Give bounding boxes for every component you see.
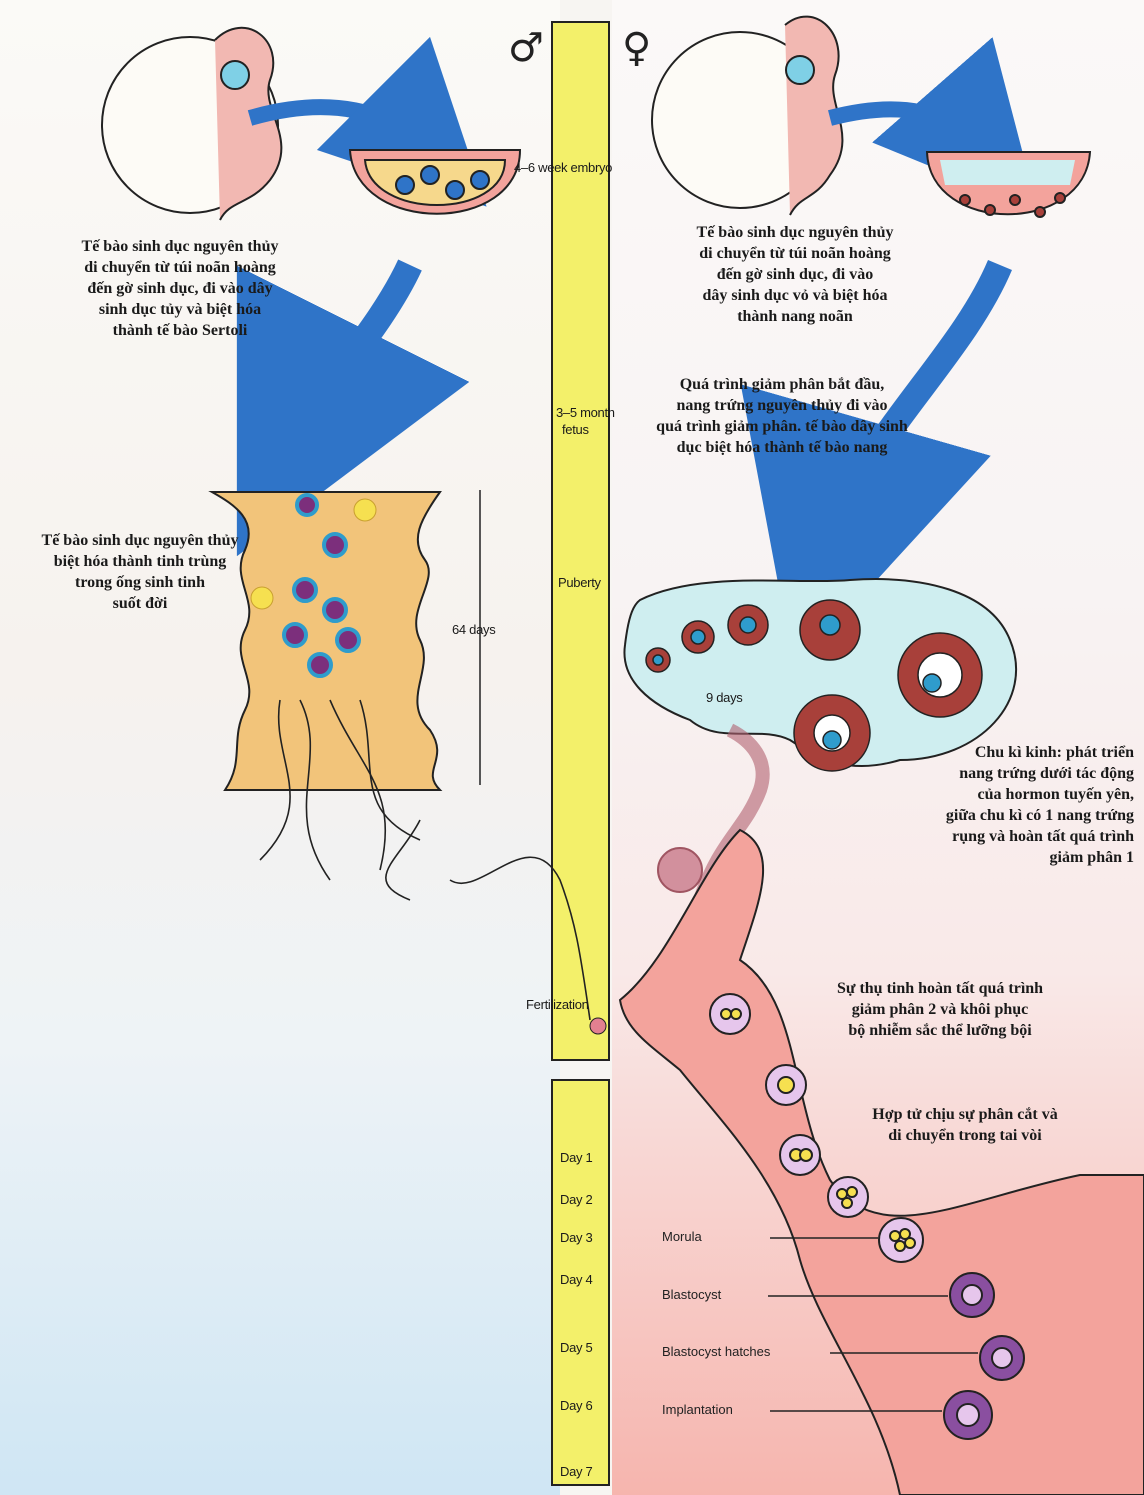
sertoli-cell-2	[250, 586, 274, 610]
timeline-bar-lower	[551, 1079, 610, 1486]
timeline-day-7: Day 7	[560, 1464, 593, 1479]
stage-leader-lines	[768, 1237, 978, 1412]
follicles	[645, 599, 983, 772]
seminiferous-tubule	[208, 491, 443, 791]
timeline-day-2: Day 2	[560, 1192, 593, 1207]
ovulated-oocyte	[657, 847, 703, 893]
male-arrow-1	[247, 36, 487, 207]
timeline-bar-upper	[551, 21, 610, 1061]
stage-blastocyst-hatches: Blastocyst hatches	[662, 1344, 771, 1359]
zygote-stages	[709, 993, 1025, 1440]
stage-morula: Morula	[662, 1229, 702, 1244]
female-embryo	[651, 15, 844, 216]
timeline-fertilization: Fertilization	[526, 997, 589, 1012]
timeline-day-5: Day 5	[560, 1340, 593, 1355]
male-embryo	[101, 26, 283, 221]
female-arrow-2	[740, 259, 1012, 670]
male-arrow-2	[236, 259, 470, 557]
ovary	[623, 578, 1017, 768]
timeline-day-4: Day 4	[560, 1272, 593, 1287]
menstrual-cycle-text: Chu kì kinh: phát triển nang trứng dưới …	[945, 744, 1134, 866]
stage-blastocyst: Blastocyst	[662, 1287, 722, 1302]
male-migration-text: Tế bào sinh dục nguyên thủy di chuyển từ…	[81, 238, 279, 339]
timeline-embryo: 4–6 week embryo	[514, 160, 613, 175]
female-cycle-duration: 9 days	[706, 690, 743, 705]
male-duration: 64 days	[452, 622, 496, 637]
sperm-head	[589, 1017, 607, 1035]
sperm-cells	[282, 493, 361, 678]
sertoli-cell-1	[353, 498, 377, 522]
timeline-fetus-line1: 3–5 month	[556, 405, 615, 420]
female-symbol: ♀	[622, 25, 652, 71]
female-gonad	[925, 151, 1092, 218]
male-spermatogenesis-text: Tế bào sinh dục nguyên thủy biệt hóa thà…	[41, 532, 239, 612]
female-arrow-1	[828, 37, 1038, 211]
female-meiosis-text: Quá trình giảm phân bắt đầu, nang trứng …	[656, 376, 908, 456]
uterine-tube	[618, 828, 1144, 1495]
timeline-day-1: Day 1	[560, 1150, 593, 1165]
timeline-day-3: Day 3	[560, 1230, 593, 1245]
male-symbol: ♂	[508, 25, 544, 71]
female-migration-text: Tế bào sinh dục nguyên thủy di chuyển từ…	[696, 224, 894, 325]
fertilization-text: Sự thụ tinh hoàn tất quá trình giảm phân…	[836, 980, 1044, 1039]
timeline-day-6: Day 6	[560, 1398, 593, 1413]
male-gonad	[348, 149, 522, 215]
timeline-puberty: Puberty	[558, 575, 601, 590]
stage-implantation: Implantation	[662, 1402, 733, 1417]
cleavage-text: Hợp tử chịu sự phân cắt và di chuyển tro…	[872, 1106, 1058, 1144]
sperm-tails	[259, 699, 591, 1021]
timeline-fetus-line2: fetus	[562, 422, 589, 437]
